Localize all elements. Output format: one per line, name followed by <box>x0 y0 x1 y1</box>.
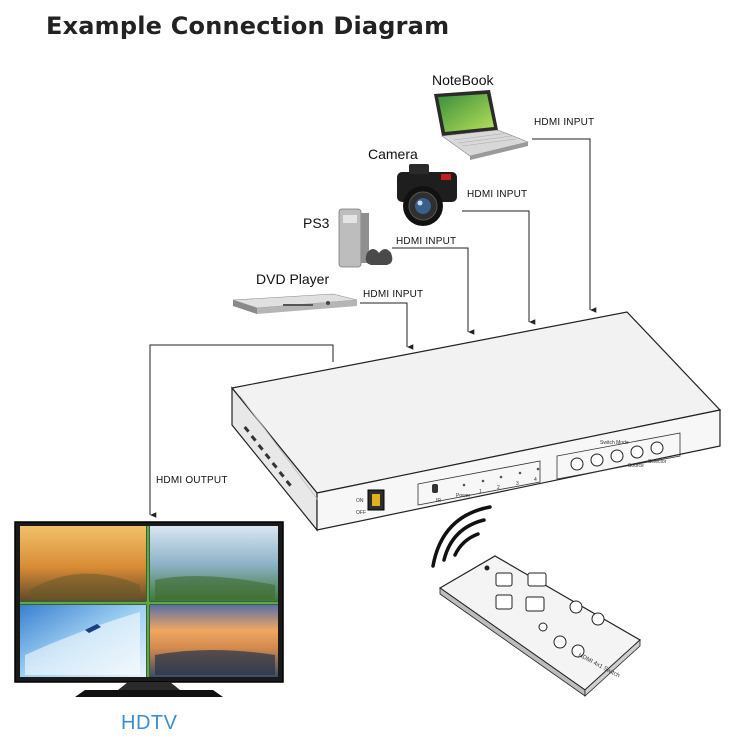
dvd-connection-line <box>360 302 414 350</box>
panel-port-3-label: 3 <box>516 481 519 487</box>
notebook-icon <box>434 90 529 160</box>
panel-power-label: Power <box>456 493 471 499</box>
output-connection-line <box>149 344 334 518</box>
panel-source-label: Source <box>628 463 644 469</box>
ps3-connection-line <box>392 247 475 335</box>
switch-on-label: ON <box>356 498 364 504</box>
notebook-label: NoteBook <box>432 72 494 88</box>
dvd-player-label: DVD Player <box>256 271 330 287</box>
ps3-label: PS3 <box>303 215 330 231</box>
dvd-hdmi-input-label: HDMI INPUT <box>363 289 424 300</box>
ps3-hdmi-input-label: HDMI INPUT <box>396 236 457 247</box>
connection-lines <box>149 138 597 518</box>
panel-selector-label: Selector <box>648 459 667 465</box>
camera-icon <box>397 164 457 226</box>
camera-connection-line <box>462 210 536 325</box>
camera-hdmi-input-label: HDMI INPUT <box>467 189 528 200</box>
panel-switch-mode-label: Switch Mode <box>600 440 629 446</box>
panel-port-2-label: 2 <box>497 485 500 491</box>
remote-control-icon: HDMI 4x1 Switch <box>431 505 642 697</box>
notebook-hdmi-input-label: HDMI INPUT <box>534 117 595 128</box>
hdmi-switch-box: ON OFF IR Power 1 2 3 4 Switch Mode Sour… <box>230 311 722 532</box>
camera-label: Camera <box>368 146 418 162</box>
notebook-connection-line <box>532 138 597 313</box>
panel-ir-label: IR <box>436 498 441 504</box>
hdtv-label: HDTV <box>121 712 178 734</box>
hdmi-output-label: HDMI OUTPUT <box>156 475 228 486</box>
panel-port-4-label: 4 <box>534 477 537 483</box>
hdtv-icon <box>14 521 284 697</box>
panel-port-1-label: 1 <box>479 489 482 495</box>
diagram-title: Example Connection Diagram <box>46 12 450 40</box>
ps3-icon <box>338 208 393 268</box>
signal-wave-icon <box>453 532 480 557</box>
switch-off-label: OFF <box>356 510 366 516</box>
dvd-player-icon <box>232 293 358 314</box>
